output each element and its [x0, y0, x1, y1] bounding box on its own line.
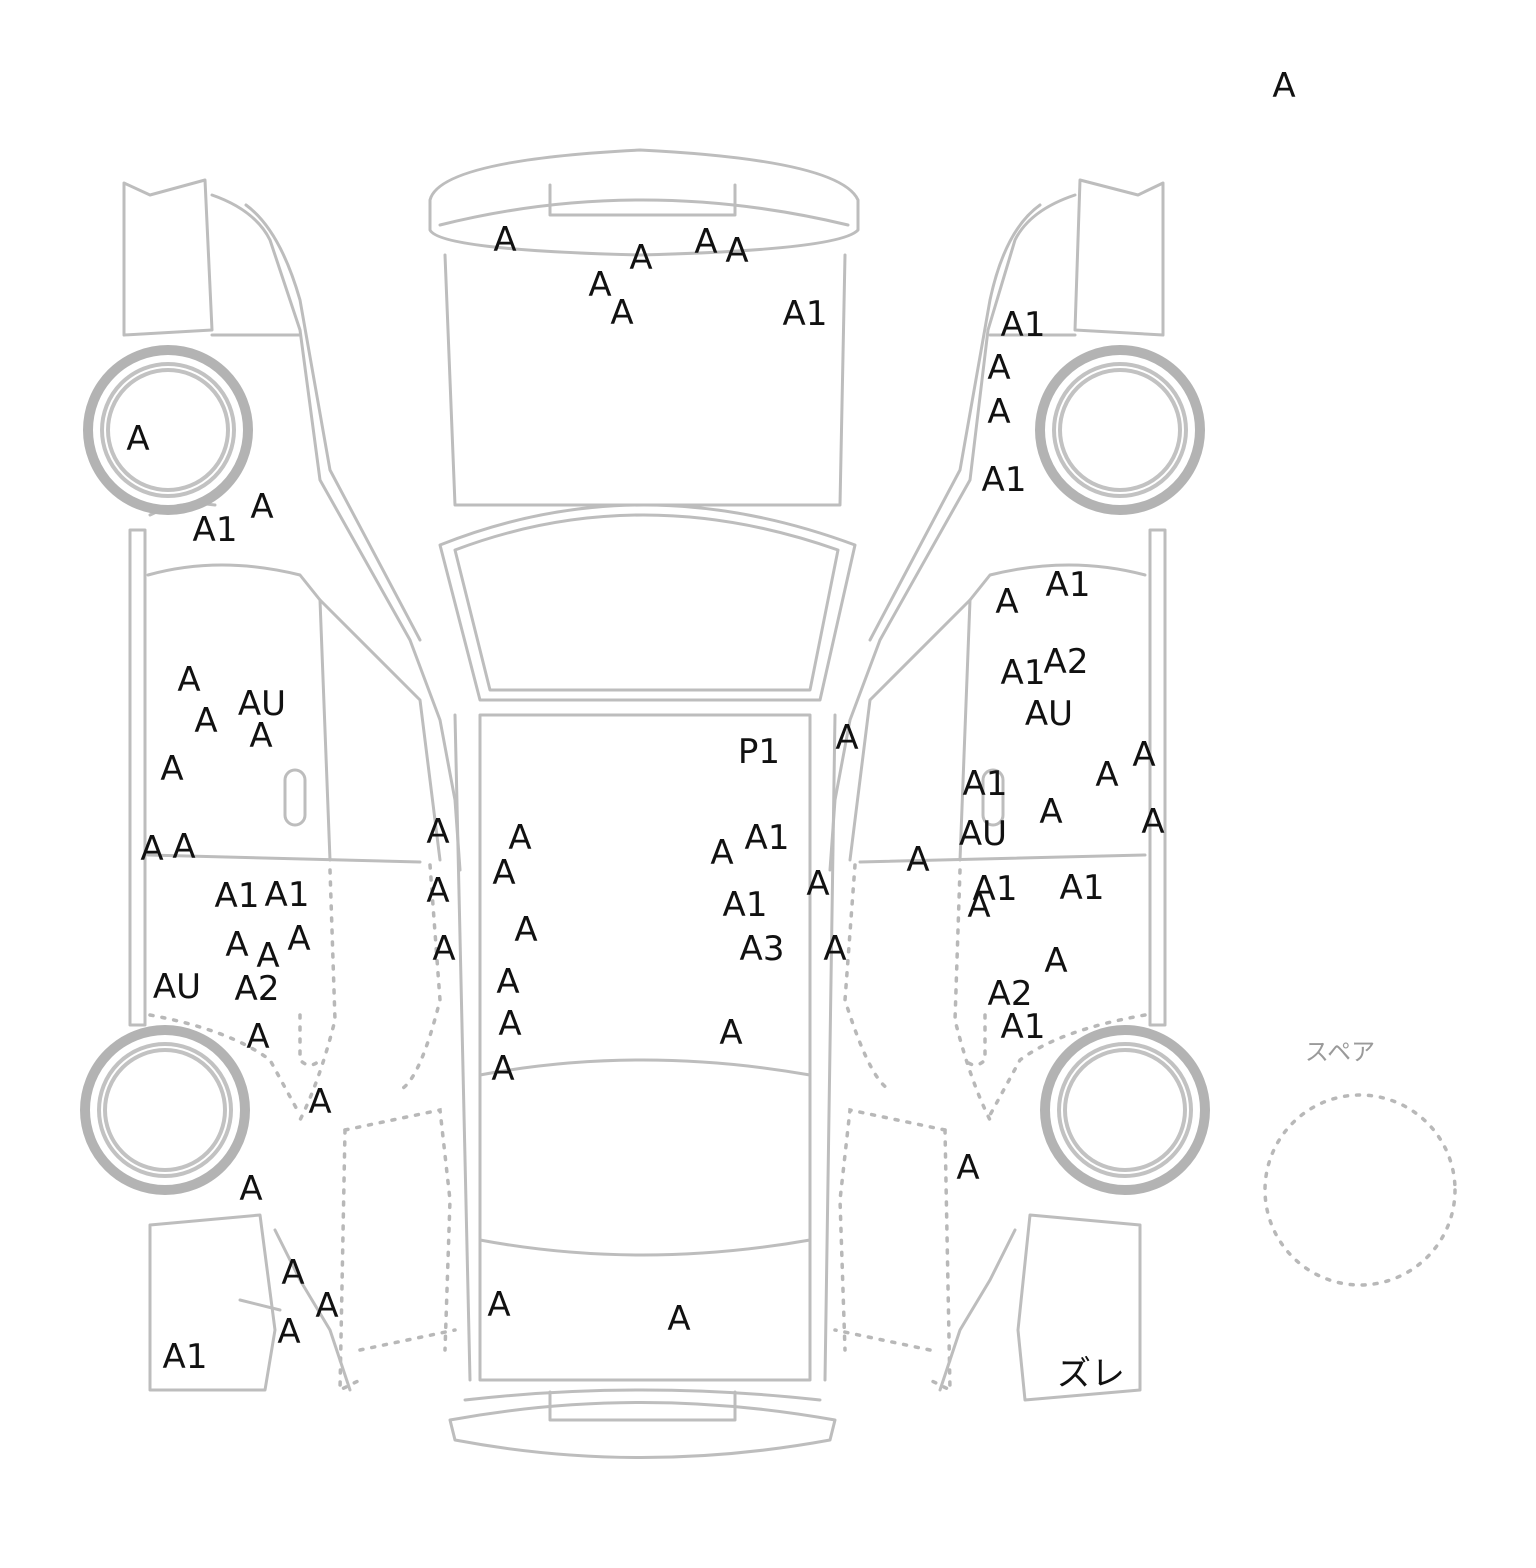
mark-roof-left: A — [491, 1049, 515, 1089]
top-view — [428, 148, 860, 1459]
mark-right-rocker: A — [835, 718, 859, 758]
right-rear-wheel — [1040, 1025, 1210, 1195]
right-front-wheel — [1035, 345, 1205, 515]
mark-left-rear-door: A1 — [214, 876, 260, 916]
spare-tire — [1263, 1093, 1457, 1287]
mark-right-rear-door: A — [967, 886, 991, 926]
mark-hood: A — [725, 231, 749, 271]
mark-right-front-door: A — [1141, 802, 1165, 842]
mark-right-front-door: A — [1132, 735, 1156, 775]
mark-roof-right: A — [806, 864, 830, 904]
mark-left-front-door: A — [172, 827, 196, 867]
mark-right-rear-door: A2 — [987, 974, 1033, 1014]
mark-roof-right: A1 — [744, 818, 790, 858]
mark-left-quarter: A — [239, 1169, 263, 1209]
mark-left-quarter: A — [277, 1312, 301, 1352]
mark-left-fender: A — [250, 487, 274, 527]
mark-left-fender: A1 — [192, 510, 238, 550]
mark-top-right: A — [1272, 66, 1296, 106]
mark-right-rear-door: A1 — [1059, 868, 1105, 908]
mark-right-fender: A — [987, 348, 1011, 388]
mark-right-rear-bumper: ズレ — [1057, 1354, 1125, 1394]
mark-left-rear-door: AU — [152, 967, 202, 1007]
mark-right-front-door: A1 — [1045, 565, 1091, 605]
mark-right-rear-door: A — [1044, 941, 1068, 981]
mark-left-front-wheel: A — [126, 419, 150, 459]
mark-roof-left: A — [496, 962, 520, 1002]
mark-hood: A — [610, 293, 634, 333]
mark-right-rear-door: A1 — [1000, 1007, 1046, 1047]
mark-roof-left: A — [514, 910, 538, 950]
left-rear-wheel — [80, 1025, 250, 1195]
mark-right-rear-door: A1 — [972, 869, 1018, 909]
spare-tire-label: スペア — [1304, 1038, 1376, 1066]
mark-left-front-door: A — [177, 660, 201, 700]
left-front-wheel — [83, 345, 253, 515]
mark-left-rocker: A — [426, 871, 450, 911]
mark-right-fender: A — [987, 392, 1011, 432]
mark-trunk: A — [667, 1299, 691, 1339]
mark-left-rear-door: A — [256, 936, 280, 976]
mark-hood: A — [694, 222, 718, 262]
mark-right-front-door: A — [1039, 792, 1063, 832]
mark-left-front-door: A — [194, 701, 218, 741]
mark-right-fender: A1 — [981, 460, 1027, 500]
mark-right-quarter: A — [956, 1148, 980, 1188]
mark-trunk: A — [487, 1285, 511, 1325]
mark-right-front-door: A2 — [1043, 642, 1089, 682]
mark-left-rocker: A — [432, 929, 456, 969]
mark-right-front-door: A — [1095, 755, 1119, 795]
mark-left-front-door: AU — [237, 684, 287, 724]
mark-left-rear-door: A2 — [234, 969, 280, 1009]
right-side-view — [828, 178, 1167, 1402]
mark-hood: A — [588, 265, 612, 305]
mark-right-rocker: A — [906, 840, 930, 880]
mark-roof-left: A — [492, 853, 516, 893]
mark-left-rocker: A — [426, 812, 450, 852]
mark-roof-right: A — [823, 929, 847, 969]
mark-left-rear-door: A — [246, 1017, 270, 1057]
mark-roof-right: P1 — [737, 732, 781, 772]
mark-left-rear-door: A — [225, 925, 249, 965]
mark-right-front-door: A1 — [962, 764, 1008, 804]
mark-roof-right: A — [719, 1013, 743, 1053]
mark-left-quarter: A — [281, 1253, 305, 1293]
mark-front-bumper: A — [493, 220, 517, 260]
mark-left-quarter: A — [315, 1286, 339, 1326]
mark-left-rear-bumper: A1 — [162, 1337, 208, 1377]
mark-left-front-door: A — [140, 829, 164, 869]
mark-roof-right: A — [710, 833, 734, 873]
mark-left-front-door: A — [160, 749, 184, 789]
mark-left-rear-door: A — [287, 919, 311, 959]
mark-left-quarter: A — [308, 1082, 332, 1122]
mark-right-front-door: A1 — [1000, 653, 1046, 693]
mark-right-fender: A1 — [1000, 305, 1046, 345]
left-side-view — [122, 178, 462, 1393]
mark-left-rear-door: A1 — [264, 875, 310, 915]
mark-hood: A — [629, 238, 653, 278]
mark-roof-left: A — [508, 818, 532, 858]
mark-roof-left: A — [498, 1004, 522, 1044]
mark-right-front-door: AU — [1024, 694, 1074, 734]
mark-right-front-door: AU — [958, 814, 1008, 854]
mark-left-front-door: A — [249, 716, 273, 756]
mark-hood: A1 — [782, 294, 828, 334]
mark-roof-right: A1 — [722, 885, 768, 925]
mark-roof-right: A3 — [739, 929, 785, 969]
mark-right-front-door: A — [995, 582, 1019, 622]
